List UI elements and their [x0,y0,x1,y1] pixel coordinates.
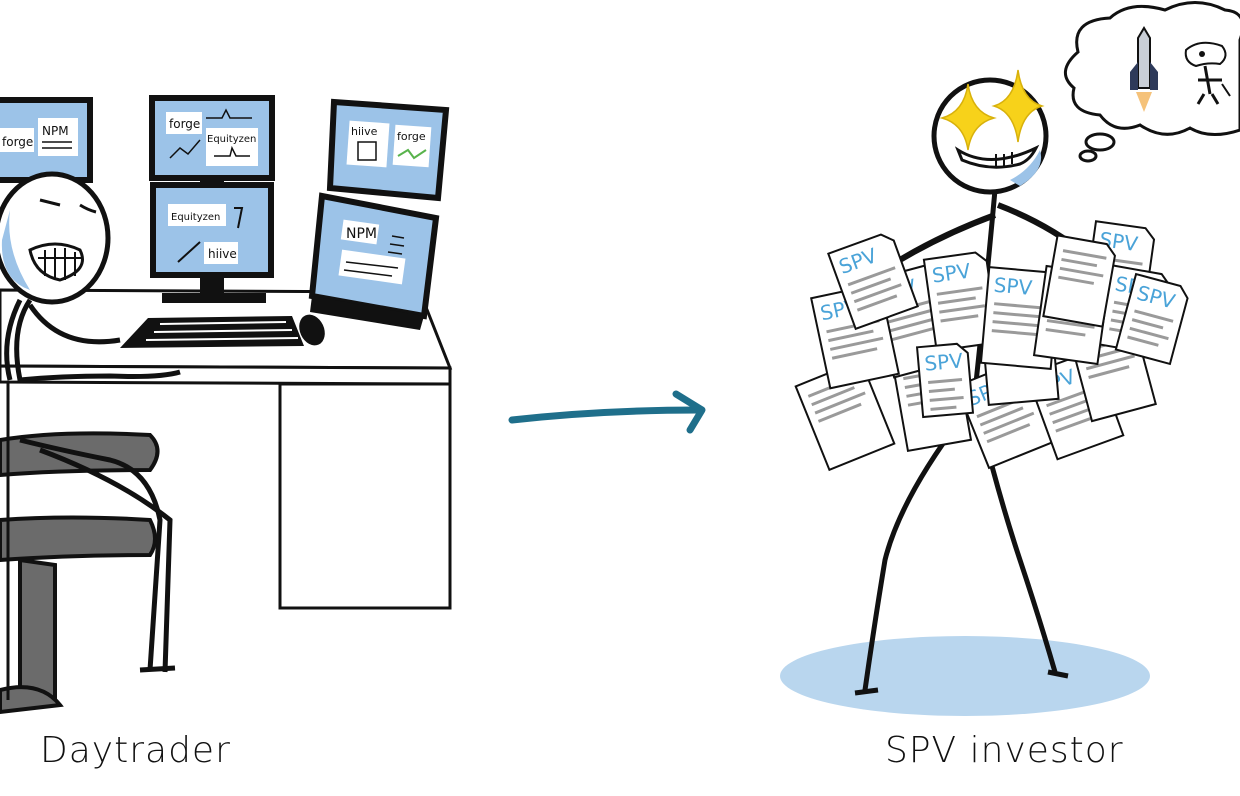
star-eye-left [939,83,997,151]
monitor-3-label-a: hiive [351,125,378,138]
monitor-2-label-a: forge [169,117,200,131]
monitor-4-label-a: Equityzen [171,212,220,223]
transition-arrow [508,390,706,434]
monitor-1: forge NPM [0,97,93,183]
keyboard [120,316,304,348]
spv-document: SPV [915,342,975,419]
monitor-4: Equityzen hiive [150,182,274,303]
spv-document-label: SPV [923,348,964,375]
mouse [299,314,325,346]
monitor-5: NPM [308,192,440,330]
rocket-icon [1130,26,1158,112]
monitor-3-label-b: forge [397,130,426,143]
spv-document [1042,234,1116,328]
caption-spv-investor: SPV investor [885,730,1124,771]
monitor-1-label-b: NPM [42,124,69,138]
thought-bubble [1064,1,1240,163]
monitor-3: hiive forge [326,98,450,202]
spv-document: SPV [827,233,919,331]
chair [0,431,160,715]
monitor-2-label-b: Equityzen [207,134,256,145]
monitor-1-label-a: forge [2,135,33,149]
spv-document-label: SPV [993,273,1034,300]
daytrader-figure [0,171,181,673]
caption-daytrader: Daytrader [40,730,231,771]
monitor-2: forge Equityzen [149,95,275,186]
spv-documents: SPVSPVSPVSPVSPVSPVSPVSPVSPVSPVSPVSPV [794,220,1189,472]
star-eye-right [991,69,1045,143]
monitor-4-label-b: hiive [208,247,237,261]
spv-document: SPV [922,251,1000,352]
spv-investor-scene: SPVSPVSPVSPVSPVSPVSPVSPVSPVSPVSPVSPV [780,1,1240,716]
ground-shadow [780,636,1150,716]
robot-icon [1184,41,1231,105]
spv-document-label: SPV [931,258,973,287]
daytrader-scene: forge NPM forge Equityzen hiive forge [0,95,453,715]
spv-document: SPV [1114,272,1189,366]
desk [0,288,453,700]
monitor-5-label-a: NPM [346,226,377,242]
